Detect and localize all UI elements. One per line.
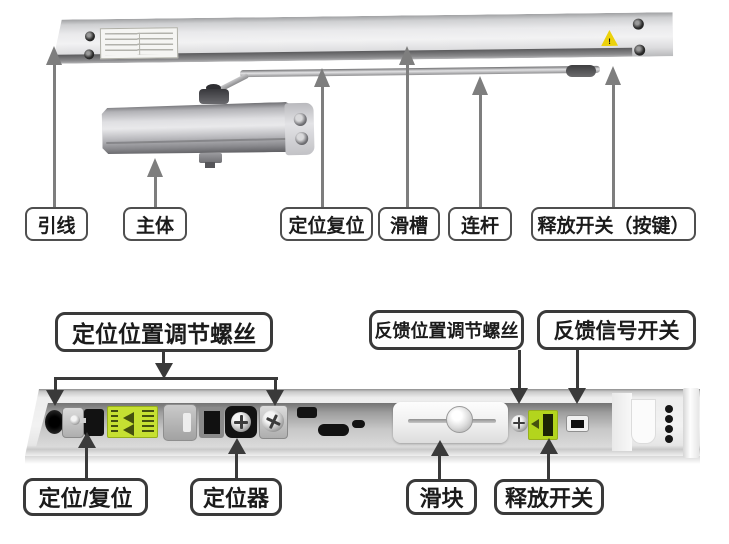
body-seam-line: [106, 138, 288, 144]
arrow-slide-channel-stem: [406, 64, 409, 207]
positioner-holder: [199, 407, 224, 438]
callout-main-body: 主体: [123, 207, 187, 241]
callout-position-reset-plug: 定位/复位: [23, 478, 148, 516]
pivot-knob: [206, 84, 221, 92]
feedback-signal-switch-part: [566, 415, 589, 432]
terminal-dot-1: [665, 405, 673, 413]
left-position-hole: [45, 410, 64, 434]
callout-positioner: 定位器: [190, 478, 282, 516]
rail-screw-right-top: [633, 19, 644, 30]
arrow-positioner: [228, 438, 246, 454]
arrow-position-reset-stem: [321, 86, 324, 207]
callout-feedback-signal-switch: 反馈信号开关: [537, 310, 696, 350]
rail-shadow: [25, 456, 700, 464]
release-switch-lever: [543, 414, 553, 436]
body-bottom-screw: [205, 162, 215, 168]
positioner-screw: [231, 412, 251, 432]
bracket-right-drop: [274, 379, 277, 391]
rail-right-band: [612, 393, 632, 451]
rail-right-tab: [631, 399, 656, 444]
rail-screw-left-bottom: [84, 49, 94, 59]
callout-release-switch-button: 释放开关（按键）: [531, 207, 696, 241]
arrow-right-adjust-screw: [266, 390, 284, 406]
warning-exclamation: !: [608, 36, 611, 46]
callout-position-reset: 定位复位: [280, 207, 373, 241]
rail-slot-a: [297, 407, 317, 418]
arrow-release-switch: [540, 438, 558, 454]
end-cap-bolt-top: [293, 112, 307, 127]
body-pivot-nut: [199, 89, 229, 104]
callout-positioning-adjust-screw: 定位位置调节螺丝: [55, 312, 273, 352]
rail-screw-left-top: [85, 31, 95, 41]
connecting-rod-photo: [239, 65, 601, 78]
sticker-arrow-top: [123, 412, 134, 424]
terminal-dot-2: [665, 415, 673, 423]
holder-window: [204, 411, 220, 434]
rail-screw-right-bottom: [634, 45, 645, 56]
product-label-sticker: [100, 27, 178, 59]
arrow-left-adjust-screw: [46, 390, 64, 406]
callout-release-switch: 释放开关: [494, 479, 604, 515]
door-closer-body-photo: [101, 102, 292, 156]
clip-slot: [183, 413, 191, 432]
arrow-main-body-stem: [154, 176, 157, 207]
arrow-connecting-rod-stem: [479, 94, 482, 207]
rail-slot-b: [318, 424, 349, 436]
green-instruction-sticker: [107, 406, 158, 438]
arrow-release-switch-button: [605, 66, 621, 85]
screw-slot-v: [240, 415, 243, 429]
callout-feedback-adjust-screw: 反馈位置调节螺丝: [369, 310, 524, 350]
switch-contact: [571, 420, 584, 428]
slide-rail-photo: !: [52, 12, 673, 64]
terminal-dot-4: [665, 435, 673, 443]
arrow-lead-wire-stem: [53, 64, 56, 207]
slider-knob: [446, 406, 473, 433]
arrow-main-body: [147, 158, 163, 177]
release-switch-sticker: [528, 410, 558, 440]
arrow-release-switch-button-stem: [612, 84, 615, 207]
arrow-slide-channel: [399, 46, 415, 65]
arrow-position-reset-plug-stem: [85, 447, 88, 478]
terminal-dot-3: [665, 425, 673, 433]
arrow-positioner-stem: [235, 453, 238, 478]
sticker-arrow-bottom: [123, 424, 134, 436]
body-bottom-bracket: [199, 153, 222, 163]
arrow-feedback-switch-stem: [576, 350, 579, 390]
release-arrow-left: [531, 419, 539, 429]
screw-slot-v: [518, 417, 520, 429]
rail-slot-c: [352, 420, 365, 428]
plug-pin: [79, 418, 86, 423]
arrow-lead-wire: [46, 46, 62, 65]
arrow-feedback-screw-stem: [518, 350, 521, 390]
arrow-position-reset: [314, 68, 330, 87]
warning-triangle-icon: !: [601, 30, 618, 46]
callout-slide-channel: 滑槽: [378, 207, 440, 241]
rail-end-cap: [683, 388, 699, 458]
bracket-stem: [162, 352, 165, 364]
bracket-bar: [54, 377, 278, 380]
rod-end-slider: [566, 65, 596, 77]
body-end-cap: [284, 102, 315, 156]
callout-connecting-rod: 连杆: [448, 207, 512, 241]
arrow-slider: [431, 440, 449, 456]
slider-block-part: [393, 402, 508, 443]
positioning-adjust-screw-part: [262, 410, 284, 432]
feedback-adjust-screw-part: [511, 415, 528, 432]
left-bracket-screw: [70, 415, 80, 425]
callout-slider: 滑块: [406, 479, 477, 515]
arrow-release-switch-stem: [547, 453, 550, 479]
position-reset-plug-part: [84, 409, 104, 436]
arrow-feedback-switch: [568, 388, 586, 404]
sticker-stripes-right: [142, 410, 154, 434]
end-cap-bolt-bottom: [295, 131, 309, 146]
bracket-arrow-center: [155, 363, 173, 379]
sticker-stripes-left: [111, 410, 118, 434]
slide-clip: [163, 404, 197, 441]
arrow-position-reset-plug: [78, 432, 96, 448]
arrow-slider-stem: [438, 455, 441, 479]
arrow-connecting-rod: [472, 76, 488, 95]
callout-lead-wire: 引线: [25, 207, 88, 241]
arrow-feedback-screw: [510, 388, 528, 404]
bracket-left-drop: [54, 379, 57, 391]
